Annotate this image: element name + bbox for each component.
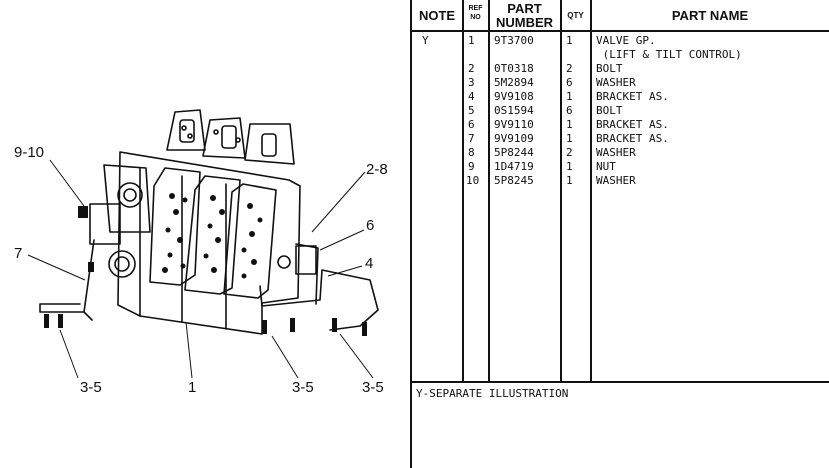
cell-part-number: 0S1594 (494, 104, 534, 117)
header-part-line2: NUMBER (495, 15, 554, 30)
footer-separator (410, 381, 829, 383)
header-part-name: PART NAME (671, 8, 749, 23)
cell-part-name: BOLT (596, 62, 623, 75)
cell-part-name: BRACKET AS. (596, 132, 669, 145)
cell-part-number: 0T0318 (494, 62, 534, 75)
cell-qty: 1 (566, 160, 573, 173)
cell-part-name: BRACKET AS. (596, 90, 669, 103)
cell-part-name: BOLT (596, 104, 623, 117)
cell-ref: 6 (468, 118, 475, 131)
table-row: (LIFT & TILT CONTROL) (410, 48, 829, 62)
cell-part-name: WASHER (596, 76, 636, 89)
cell-ref: 2 (468, 62, 475, 75)
cell-qty: 1 (566, 174, 573, 187)
cell-part-number: 9V9110 (494, 118, 534, 131)
header-ref-line2: NO (470, 14, 481, 21)
cell-part-name: BRACKET AS. (596, 118, 669, 131)
table-row: 6 9V9110 1 BRACKET AS. (410, 118, 829, 132)
cell-qty: 1 (566, 132, 573, 145)
column-divider-part (560, 0, 562, 382)
cell-ref: 1 (468, 34, 475, 47)
cell-ref: 9 (468, 160, 475, 173)
callout-4: 4 (365, 255, 373, 272)
callout-1: 1 (188, 379, 196, 396)
cell-part-number: 9V9108 (494, 90, 534, 103)
callout-3-5-middle: 3-5 (292, 379, 314, 396)
cell-qty: 6 (566, 76, 573, 89)
cell-ref: 10 (466, 174, 480, 187)
callout-3-5-right: 3-5 (362, 379, 384, 396)
exploded-view-drawing: 9-10 2-8 6 7 4 3-5 1 3-5 3-5 (14, 109, 388, 396)
cell-ref: 3 (468, 76, 475, 89)
table-left-border (410, 0, 412, 468)
valve-assembly-illustration: 9-10 2-8 6 7 4 3-5 1 3-5 3-5 (0, 0, 410, 468)
cell-part-number: 1D4719 (494, 160, 534, 173)
callout-6: 6 (366, 217, 374, 234)
cell-part-number: 9V9109 (494, 132, 534, 145)
callout-2-8: 2-8 (366, 161, 388, 178)
cell-ref: 7 (468, 132, 475, 145)
table-row: Y 1 9T3700 1 VALVE GP. (410, 34, 829, 48)
cell-ref: 4 (468, 90, 475, 103)
cell-qty: 1 (566, 90, 573, 103)
cell-part-name: WASHER (596, 174, 636, 187)
header-ref-no: REF NO (463, 4, 488, 22)
table-row: 9 1D4719 1 NUT (410, 160, 829, 174)
cell-qty: 2 (566, 62, 573, 75)
header-qty: QTY (567, 11, 584, 20)
cell-part-name: WASHER (596, 146, 636, 159)
table-row: 2 0T0318 2 BOLT (410, 62, 829, 76)
table-row: 3 5M2894 6 WASHER (410, 76, 829, 90)
callout-9-10: 9-10 (14, 144, 44, 161)
cell-qty: 2 (566, 146, 573, 159)
cell-part-number: 5P8245 (494, 174, 534, 187)
table-row: 8 5P8244 2 WASHER (410, 146, 829, 160)
cell-part-name: VALVE GP. (596, 34, 656, 47)
header-note: NOTE (418, 8, 456, 23)
cell-ref: 8 (468, 146, 475, 159)
separate-illustration-note: Y-SEPARATE ILLUSTRATION (416, 387, 569, 400)
column-divider-note (462, 0, 464, 382)
callout-3-5-left: 3-5 (80, 379, 102, 396)
cell-part-number: 5P8244 (494, 146, 534, 159)
column-divider-qty (590, 0, 592, 382)
header-part-line1: PART (507, 1, 542, 16)
cell-part-name: NUT (596, 160, 616, 173)
parts-list-table: NOTE REF NO PART NUMBER QTY PART NAME Y … (410, 0, 829, 468)
table-row: 10 5P8245 1 WASHER (410, 174, 829, 188)
header-ref-line1: REF (468, 5, 483, 12)
table-row: 4 9V9108 1 BRACKET AS. (410, 90, 829, 104)
cell-qty: 6 (566, 104, 573, 117)
cell-part-number: 5M2894 (494, 76, 534, 89)
header-separator (410, 30, 829, 32)
cell-part-number: 9T3700 (494, 34, 534, 47)
cell-qty: 1 (566, 34, 573, 47)
callout-7: 7 (14, 245, 22, 262)
header-part-number: PART NUMBER (489, 2, 560, 30)
cell-ref: 5 (468, 104, 475, 117)
cell-qty: 1 (566, 118, 573, 131)
table-row: 5 0S1594 6 BOLT (410, 104, 829, 118)
table-row: 7 9V9109 1 BRACKET AS. (410, 132, 829, 146)
column-divider-ref (488, 0, 490, 382)
cell-note: Y (422, 34, 429, 47)
cell-part-name: (LIFT & TILT CONTROL) (596, 48, 742, 61)
